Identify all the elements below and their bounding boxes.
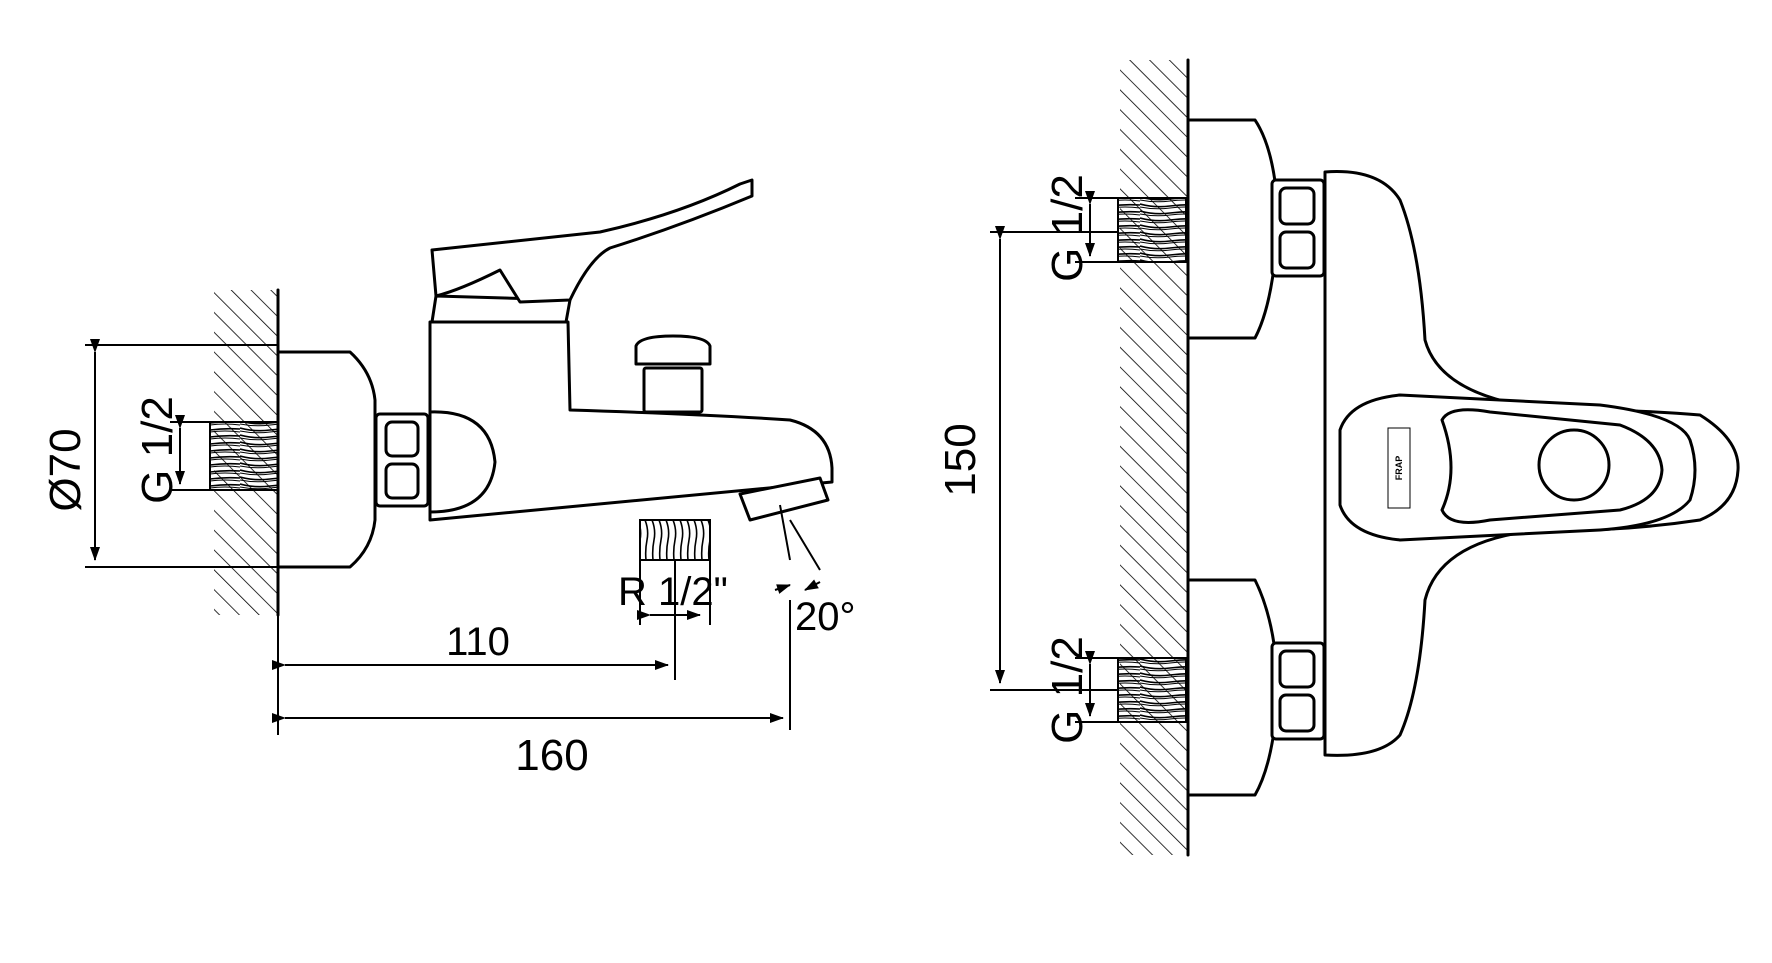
outlet-thread bbox=[639, 519, 711, 561]
brand-logo: FRAP bbox=[1387, 427, 1411, 509]
mixer-body bbox=[428, 320, 834, 522]
angle-label: 20° bbox=[795, 595, 856, 639]
outlet-thread-label: R 1/2" bbox=[618, 570, 728, 614]
top-flange bbox=[1186, 118, 1280, 340]
top-hex-nut bbox=[1270, 178, 1326, 278]
front-view: FRAP 150 G 1/2 G 1/2 bbox=[936, 58, 1740, 857]
diameter-label: Ø70 bbox=[41, 428, 90, 511]
bottom-inlet-label: G 1/2 bbox=[1043, 636, 1092, 744]
bottom-inlet-thread bbox=[1117, 657, 1187, 723]
wall-flange bbox=[276, 350, 377, 569]
center-distance-label: 150 bbox=[936, 423, 985, 496]
top-inlet-label: G 1/2 bbox=[1043, 174, 1092, 282]
side-view: Ø70 G 1/2 R 1/2" 20° 110 160 bbox=[41, 178, 856, 780]
bottom-flange bbox=[1186, 578, 1280, 797]
dim-overall-label: 160 bbox=[515, 731, 588, 780]
lever-handle bbox=[430, 178, 754, 304]
wall-hatch-icon bbox=[1120, 60, 1188, 855]
spout-aerator bbox=[738, 476, 830, 522]
bottom-hex-nut bbox=[1270, 641, 1326, 741]
body-cap bbox=[428, 410, 497, 514]
lever-front bbox=[1338, 393, 1697, 542]
lever-cap bbox=[1537, 428, 1611, 502]
diverter-knob bbox=[634, 334, 712, 414]
hex-nut bbox=[374, 412, 430, 508]
inlet-thread bbox=[209, 421, 279, 491]
inlet-thread-label: G 1/2 bbox=[133, 396, 182, 504]
top-inlet-thread bbox=[1117, 197, 1187, 263]
brand-logo-text: FRAP bbox=[1394, 456, 1404, 481]
dim-outlet-label: 110 bbox=[446, 620, 510, 664]
